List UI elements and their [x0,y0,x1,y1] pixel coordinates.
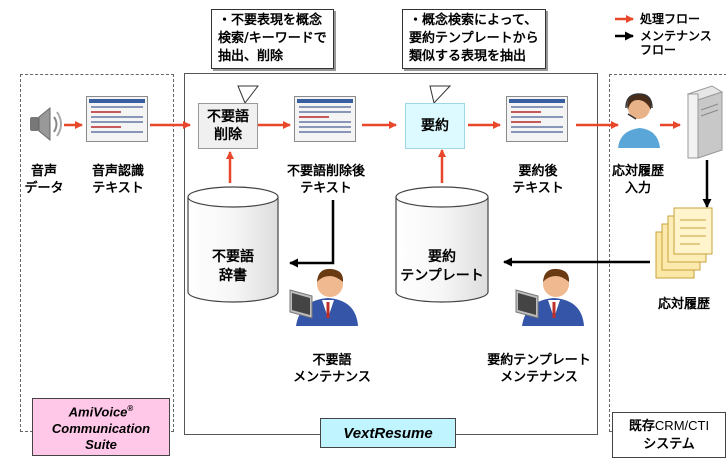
amivoice-line2: Communication [51,420,151,436]
crm-cti-system-box: 既存CRM/CTI システム [612,412,726,458]
audio-data-label: 音声データ [24,164,64,196]
history-label: 応対履歴 [658,297,711,312]
pc-tower-icon [686,85,724,159]
callout-summary-line2: 要約テンプレートから [409,31,539,46]
legend-process-flow: 処理フロー [640,12,701,26]
crm-line2: システム [643,436,695,451]
amivoice-line3: Suite [85,436,117,452]
amivoice-name: AmiVoice [68,404,128,420]
remove-process-line1: 不要語 [207,109,249,125]
callout-unnecessary-line1: ・不要表現を概念 [218,13,323,28]
after-summary-text-label: 要約後テキスト [512,164,564,196]
crm-prefix: 既存 [628,418,655,433]
vextresume-product-box: VextResume [320,418,456,448]
dictionary-cylinder [187,186,279,303]
callout-summary-pointer [429,85,452,105]
callout-summary-line1: ・概念検索によって、 [409,13,538,28]
dict-maintenance-label: 不要語メンテナンス [293,353,371,385]
after-summary-text-document [506,96,568,142]
after-removal-text-label: 不要語削除後テキスト [286,164,365,196]
summary-process: 要約 [405,103,465,149]
callout-summary-line3: 類似する表現を抽出 [409,49,527,64]
callout-unnecessary-expression: ・不要表現を概念 検索/キーワードで 抽出、削除 [211,9,334,69]
legend-maintenance-line1: メンテナンス [640,29,712,43]
legend-maintenance-flow: メンテナンス フロー [640,29,712,57]
callout-unnecessary-line2: 検索/キーワードで [218,31,327,46]
amivoice-registered-mark: ® [127,404,134,414]
legend-maintenance-line2: フロー [640,43,677,57]
amivoice-product-box: AmiVoice® Communication Suite [32,398,170,456]
template-cylinder [395,186,489,303]
asr-text-document [86,96,148,142]
documents-stack-icon [655,207,713,279]
summary-process-label: 要約 [421,118,449,134]
crm-name: CRM/CTI [654,418,710,433]
arrow-text-to-dict [289,200,335,268]
history-input-label: 応対履歴入力 [611,164,664,196]
template-label: 要約テンプレート [400,249,484,284]
callout-unnecessary-pointer [237,85,260,104]
dictionary-label: 不要語辞書 [212,249,254,284]
callout-unnecessary-line3: 抽出、削除 [218,49,284,64]
remove-process-line2: 削除 [214,127,242,143]
asr-text-label: 音声認識テキスト [91,164,144,196]
after-removal-text-document [294,96,356,142]
speaker-icon [30,106,62,142]
dict-maintainer-icon [289,268,358,326]
template-maintainer-icon [515,268,584,326]
callout-summary-extraction: ・概念検索によって、 要約テンプレートから 類似する表現を抽出 [402,9,546,69]
template-maintenance-label: 要約テンプレートメンテナンス [487,353,591,385]
operator-headset-icon [618,93,660,148]
remove-unnecessary-words-process: 不要語 削除 [198,103,258,149]
